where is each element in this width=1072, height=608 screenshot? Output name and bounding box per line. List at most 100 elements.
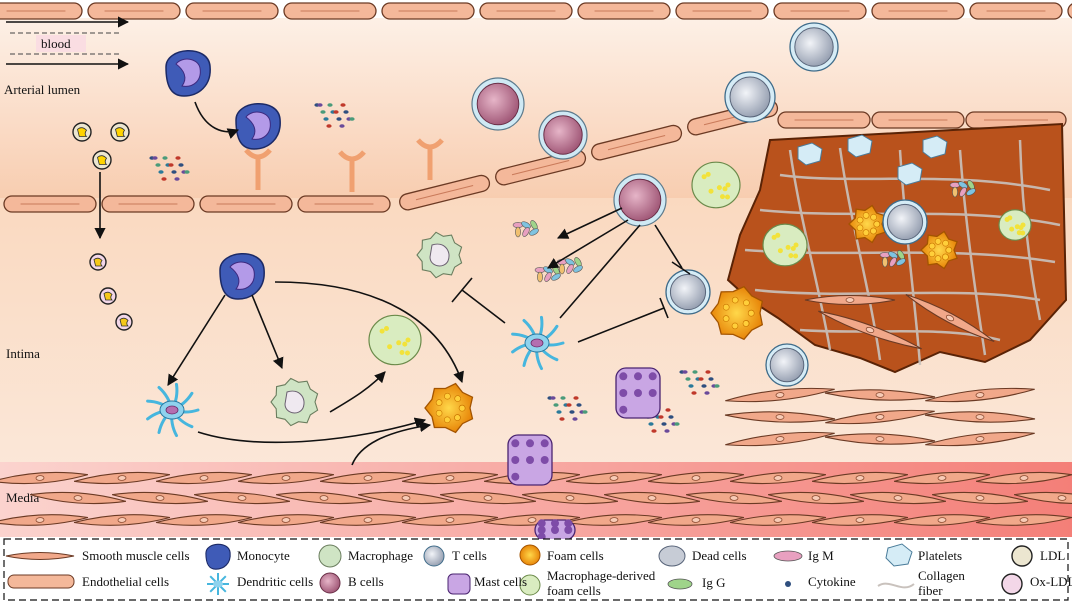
smooth-muscle-cell <box>29 491 127 505</box>
legend-dead-cells: Dead cells <box>692 548 747 563</box>
immunoglobulin-cluster <box>949 180 976 198</box>
ox-ldl-particle <box>89 253 107 271</box>
legend-ig-g-icon <box>667 578 693 590</box>
t-cell <box>724 71 776 123</box>
smooth-muscle-cell <box>725 431 835 447</box>
smooth-muscle-cell <box>193 491 291 505</box>
smooth-muscle-cell <box>603 491 701 505</box>
legend-foam-cells: Foam cells <box>547 548 604 563</box>
endothelial-cell <box>297 195 391 213</box>
smooth-muscle-cell <box>893 514 991 526</box>
legend-platelet-icon <box>885 543 913 567</box>
smooth-muscle-cell <box>905 294 995 342</box>
ox-ldl-particle <box>99 287 117 305</box>
smooth-muscle-cell <box>73 471 171 485</box>
immunoglobulin-cluster <box>879 250 906 268</box>
foam-cell <box>920 230 958 270</box>
foam-cell <box>848 204 886 244</box>
mast-cell <box>534 519 576 541</box>
legend-smooth-muscle-icon <box>5 552 75 560</box>
monocyte-cell <box>235 103 281 150</box>
dendritic-cell <box>146 382 200 438</box>
legend-endothelial-icon <box>7 574 75 589</box>
macrophage-cell <box>270 377 319 427</box>
endothelial-cell <box>185 2 279 20</box>
endothelial-cell <box>871 111 965 129</box>
t-cell <box>665 269 711 315</box>
b-cell <box>538 110 588 160</box>
endothelial-cell <box>871 2 965 20</box>
smooth-muscle-cell <box>893 471 991 485</box>
smooth-muscle-cell <box>824 389 936 401</box>
macrophage-derived-foam-cell <box>762 223 808 267</box>
collagen-fiber <box>754 288 1041 302</box>
legend-collagen-icon <box>877 582 915 589</box>
dendritic-cell <box>511 315 565 371</box>
smooth-muscle-cell <box>729 471 827 485</box>
blood-flow-arrows <box>6 16 130 70</box>
receptor <box>244 148 272 190</box>
legend-ig-g: Ig G <box>702 575 725 590</box>
platelet <box>797 142 823 166</box>
smooth-muscle-cell <box>931 491 1029 505</box>
legend-t-cells: T cells <box>452 548 487 563</box>
smooth-muscle-cell <box>925 431 1035 447</box>
legend: Smooth muscle cells Endothelial cells Mo… <box>3 538 1072 601</box>
legend-smooth-muscle: Smooth muscle cells <box>82 548 190 563</box>
immunoglobulin-cluster <box>534 265 561 283</box>
macrophage-derived-foam-cell <box>368 314 422 366</box>
smooth-muscle-layer <box>0 294 1072 526</box>
legend-platelets: Platelets <box>918 548 962 563</box>
ldl-particle <box>110 122 130 142</box>
foam-cell <box>424 382 474 434</box>
plaque-core <box>726 122 1068 374</box>
smooth-muscle-cell <box>729 514 827 526</box>
mast-cell <box>615 367 661 419</box>
legend-mdfc-icon <box>519 574 541 596</box>
legend-ox-ldl: Ox-LDL <box>1030 574 1072 589</box>
legend-mdfc-2: foam cells <box>547 583 601 598</box>
endothelial-cell <box>101 195 195 213</box>
smooth-muscle-cell <box>401 514 499 526</box>
intima-label: Intima <box>6 346 40 361</box>
smooth-muscle-cell <box>685 491 783 505</box>
smooth-muscle-cell <box>0 514 89 526</box>
smooth-muscle-cell <box>0 471 89 485</box>
ox-ldl-particle <box>115 313 133 331</box>
smooth-muscle-cell <box>924 411 1036 423</box>
legend-monocyte: Monocyte <box>237 548 290 563</box>
legend-collagen-2: fiber <box>918 583 943 598</box>
platelet <box>847 134 873 158</box>
smooth-muscle-cell <box>483 514 581 526</box>
smooth-muscle-cell <box>811 514 909 526</box>
endothelial-cell <box>675 2 769 20</box>
smooth-muscle-cell <box>565 471 663 485</box>
macrophage-cell <box>416 231 463 279</box>
endothelial-cell <box>479 2 573 20</box>
legend-ldl: LDL <box>1040 548 1065 563</box>
smooth-muscle-cell <box>725 387 835 403</box>
legend-foam-cell-icon <box>519 544 541 566</box>
smooth-muscle-cell <box>849 491 947 505</box>
smooth-muscle-cell <box>111 491 209 505</box>
immunoglobulin-cluster <box>512 220 539 238</box>
collagen-fiber <box>958 149 987 356</box>
smooth-muscle-cell <box>275 491 373 505</box>
foam-cell <box>710 285 764 341</box>
legend-b-cells: B cells <box>348 574 384 589</box>
legend-ig-m: Ig M <box>808 548 834 563</box>
endothelial-cell <box>0 2 83 20</box>
endothelial-cell <box>87 2 181 20</box>
endothelial-cell <box>591 124 683 161</box>
legend-dead-cell-icon <box>658 545 686 567</box>
cytokine-cluster <box>149 156 190 181</box>
smooth-muscle-cell <box>155 514 253 526</box>
cytokine-cluster <box>679 370 720 395</box>
smooth-muscle-cell <box>767 491 865 505</box>
legend-macrophage-icon <box>318 544 342 568</box>
b-cell <box>613 173 667 227</box>
mast-cell <box>507 434 553 486</box>
legend-b-cell-icon <box>319 572 341 594</box>
endothelial-cell <box>969 2 1063 20</box>
